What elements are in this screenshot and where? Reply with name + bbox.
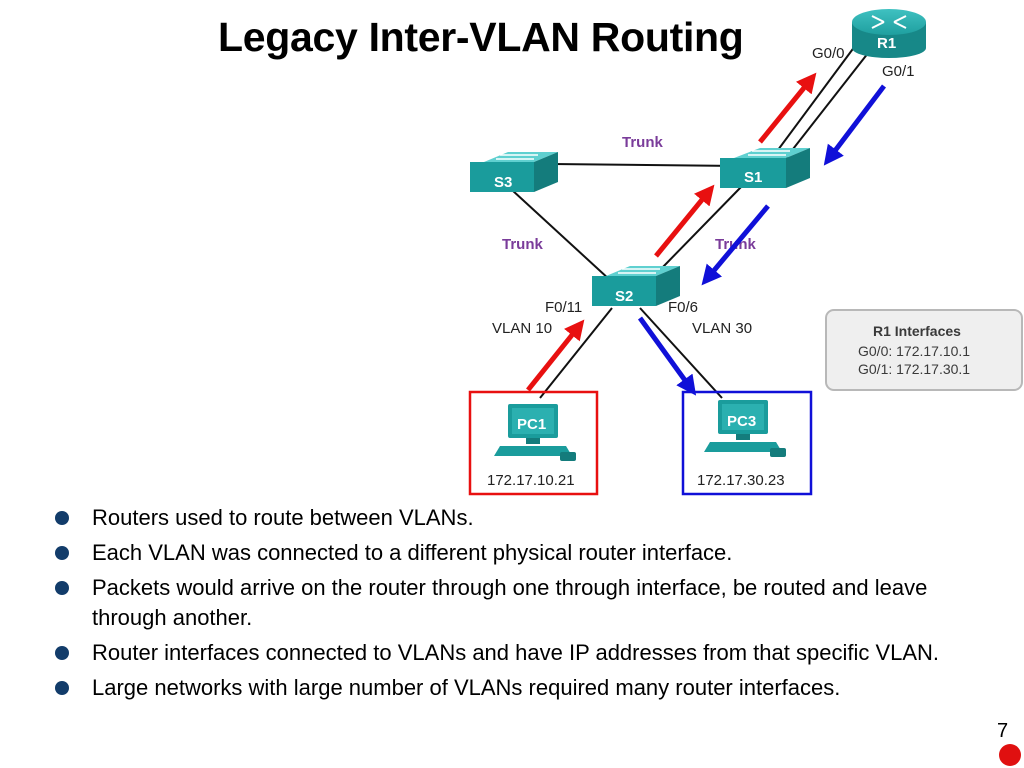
switch-arrows-icon	[618, 268, 660, 274]
switch-s1: S1	[720, 148, 810, 188]
r1-interface-g00: G0/0: 172.17.10.1	[858, 343, 970, 359]
red-arrow-s1-r1	[758, 72, 817, 144]
bullet-text: Packets would arrive on the router throu…	[92, 575, 928, 630]
bullet-dot-icon	[55, 581, 69, 595]
bullet-item: Router interfaces connected to VLANs and…	[55, 638, 965, 668]
s2-label: S2	[615, 288, 633, 305]
r1-interfaces-title: R1 Interfaces	[873, 323, 961, 339]
pc1-vlan-box	[468, 390, 599, 496]
port-label-s2-f06: F0/6	[668, 299, 698, 316]
bullet-text: Routers used to route between VLANs.	[92, 505, 474, 530]
pc1-ip: 172.17.10.21	[487, 472, 575, 489]
link-r1-s1-g01	[785, 47, 873, 159]
link-s3-s1	[551, 163, 741, 167]
bullet-dot-icon	[55, 681, 69, 695]
port-label-r1-g01: G0/1	[882, 63, 915, 80]
link-s2-pc3	[639, 307, 723, 399]
bullet-text: Router interfaces connected to VLANs and…	[92, 640, 940, 665]
bullet-dot-icon	[55, 546, 69, 560]
bullet-item: Packets would arrive on the router throu…	[55, 573, 965, 633]
switch-arrows-icon	[496, 154, 538, 160]
pc3-ip: 172.17.30.23	[697, 472, 785, 489]
slide-title: Legacy Inter-VLAN Routing	[218, 14, 744, 60]
pc3-host: PC3 172.17.30.23	[681, 390, 813, 496]
bullet-dot-icon	[55, 646, 69, 660]
vlan10-traffic-arrows	[526, 72, 817, 392]
vlan30-traffic-arrows	[637, 84, 886, 396]
trunk-label-s3-s2: Trunk	[502, 236, 543, 253]
red-arrow-s2-s1	[654, 184, 715, 258]
link-s3-s2	[511, 189, 611, 281]
link-s2-s1	[659, 185, 743, 271]
router-arrows-icon	[871, 15, 907, 29]
r1-interface-g01: G0/1: 172.17.30.1	[858, 361, 970, 377]
port-label-s2-f011: F0/11	[545, 299, 582, 316]
bullet-text: Each VLAN was connected to a different p…	[92, 540, 733, 565]
page-number: 7	[997, 720, 1009, 742]
bullet-text: Large networks with large number of VLAN…	[92, 675, 841, 700]
bullet-dot-icon	[55, 511, 69, 525]
s3-label: S3	[494, 174, 512, 191]
pc3-label: PC3	[727, 413, 756, 430]
bullet-item: Each VLAN was connected to a different p…	[55, 538, 965, 568]
vlan-label-left: VLAN 10	[492, 320, 552, 337]
s1-label: S1	[744, 169, 762, 186]
r1-label: R1	[877, 35, 896, 52]
trunk-label-s3-s1: Trunk	[622, 134, 663, 151]
computer-icon	[704, 400, 786, 457]
network-diagram: R1 S1 S3 S2 Trunk Trunk	[468, 9, 1023, 496]
link-s2-pc1	[539, 307, 613, 399]
switch-arrows-icon	[748, 150, 790, 156]
vlan-label-right: VLAN 30	[692, 320, 752, 337]
router-r1: R1	[852, 9, 926, 58]
pc1-host: PC1 172.17.10.21	[468, 390, 599, 496]
r1-interfaces-box: R1 Interfaces G0/0: 172.17.10.1 G0/1: 17…	[825, 309, 1023, 391]
links	[511, 41, 873, 399]
red-arrow-pc1-s2	[526, 319, 585, 392]
blue-arrow-r1-s1	[823, 84, 886, 166]
switch-s3: S3	[470, 152, 558, 192]
switch-s2: S2	[592, 266, 680, 306]
link-r1-s1-g00	[771, 41, 859, 159]
computer-icon	[494, 404, 576, 461]
blue-arrow-s1-s2	[701, 204, 770, 286]
blue-arrow-s2-pc3	[637, 316, 697, 396]
bullet-item: Large networks with large number of VLAN…	[55, 673, 965, 703]
port-label-r1-g00: G0/0	[812, 45, 845, 62]
bullet-list: Routers used to route between VLANs. Eac…	[55, 503, 965, 708]
corner-dot-icon	[999, 744, 1021, 766]
pc3-vlan-box	[681, 390, 813, 496]
bullet-item: Routers used to route between VLANs.	[55, 503, 965, 533]
pc1-label: PC1	[517, 416, 546, 433]
